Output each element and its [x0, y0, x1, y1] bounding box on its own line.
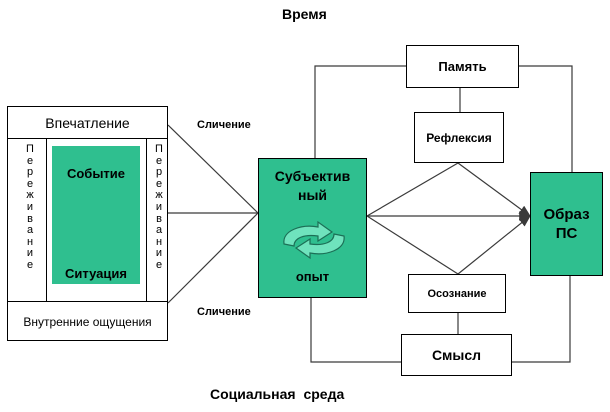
subjective-line1: Субъектив [274, 168, 351, 184]
meaning-box: Смысл [401, 334, 512, 376]
line-impression-to-experience [167, 124, 259, 214]
reflection-label: Рефлексия [426, 130, 492, 145]
image-line1: Образ [543, 206, 590, 223]
subjective-line3: опыт [295, 269, 330, 284]
comparison-label-top: Сличение [197, 119, 251, 131]
memory-label: Память [438, 59, 487, 74]
line-experience-to-awareness [366, 215, 459, 275]
awareness-label: Осознание [427, 287, 487, 300]
situation-label: Ситуация [65, 266, 127, 281]
impression-label: Впечатление [45, 114, 130, 131]
title-time: Время [282, 6, 327, 22]
line-experience-to-meaning [310, 298, 401, 363]
line-memory-to-image [519, 65, 573, 172]
left-divider-1 [46, 138, 47, 301]
line-experience-to-reflection [366, 162, 459, 217]
awareness-box: Осознание [408, 274, 506, 313]
line-experience-to-memory [314, 65, 406, 158]
cycle-arrows-icon [283, 220, 345, 260]
line-awareness-to-image [457, 215, 531, 275]
subjective-line2: ный [297, 187, 328, 203]
sensations-footer: Внутренние ощущения [8, 301, 167, 341]
experience-vertical-right: П е р е ж и в а н и е [155, 143, 163, 271]
experience-vertical-left: П е р е ж и в а н и е [26, 143, 34, 271]
event-label: Событие [66, 166, 126, 181]
image-line2: ПС [555, 225, 578, 242]
event-situation-box [52, 146, 140, 284]
image-box [530, 172, 603, 276]
memory-box: Память [406, 45, 519, 88]
line-reflection-to-image [457, 162, 531, 217]
meaning-label: Смысл [431, 347, 482, 363]
impression-header: Впечатление [8, 107, 167, 139]
title-social-environment: Социальная среда [210, 386, 345, 402]
comparison-label-bottom: Сличение [197, 306, 251, 318]
line-meaning-to-image [512, 276, 571, 363]
line-sensations-to-experience [167, 212, 259, 304]
left-divider-2 [146, 138, 147, 301]
reflection-box: Рефлексия [414, 112, 504, 163]
sensations-label: Внутренние ощущения [23, 314, 152, 329]
